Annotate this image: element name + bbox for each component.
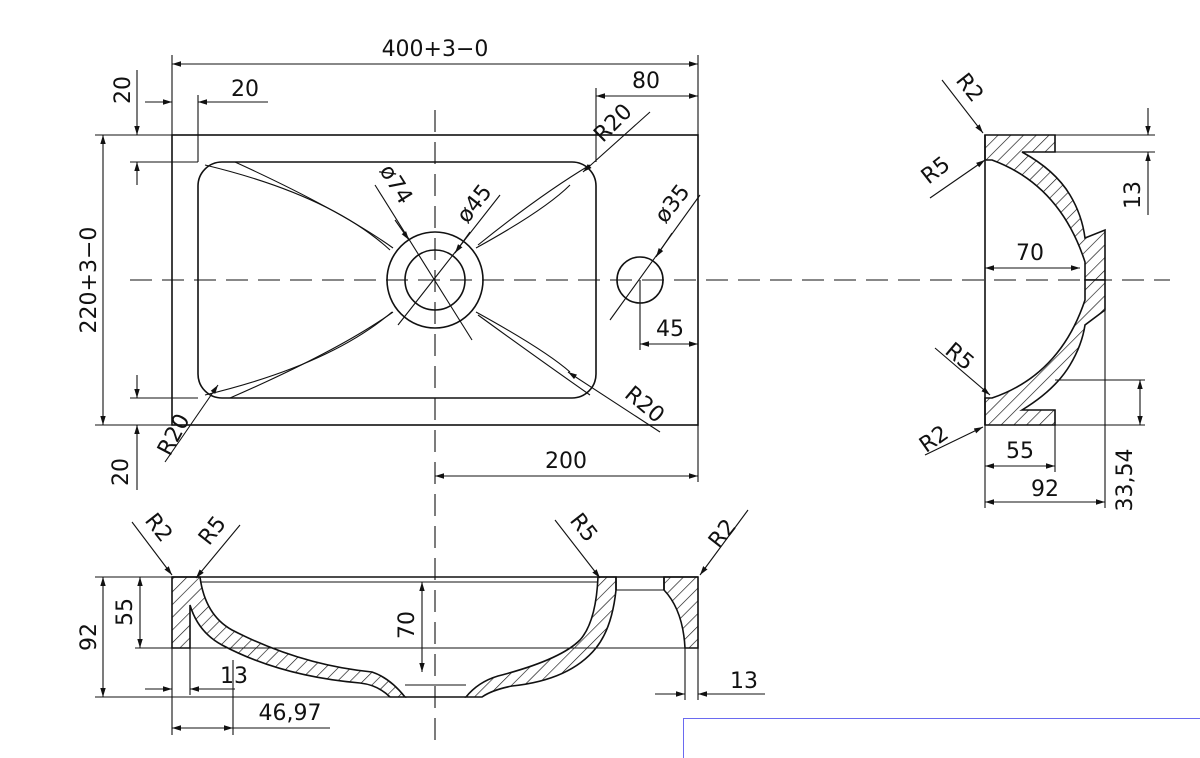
slope-curve-bottom-right-b — [475, 311, 571, 373]
dim-right-offset: 80 — [632, 69, 660, 94]
dim-front-r2-left: R2 — [139, 509, 177, 547]
dim-front-r5-left: R5 — [194, 512, 232, 550]
dim-side-r5-bottom: R5 — [940, 338, 979, 376]
front-section-left-wall — [171, 576, 407, 698]
dim-overall-length: 400+3−0 — [382, 37, 489, 62]
drain-inner-circle — [404, 249, 466, 311]
drain-outer-circle — [386, 231, 484, 329]
dim-side-3354: 33,54 — [1113, 449, 1138, 512]
front-section-right-wall — [464, 576, 617, 698]
front-view: R2 R5 R5 R2 92 55 70 13 46,97 — [77, 509, 765, 735]
side-view: R2 R5 13 70 R5 R2 55 92 33,54 — [915, 69, 1155, 512]
selection-frame — [683, 718, 1200, 758]
dim-overall-width: 220+3−0 — [77, 227, 102, 334]
dim-tap-offset: 45 — [656, 317, 684, 342]
dim-front-r5-right: R5 — [564, 509, 602, 547]
dim-tap-hole: ø35 — [650, 180, 695, 228]
slope-curve-bottom-right — [477, 314, 591, 396]
dim-edge-bottom: 20 — [109, 458, 134, 486]
dim-drain-outer: ø74 — [374, 160, 417, 208]
front-section-rim — [663, 576, 699, 649]
slope-curve-top-left — [204, 164, 391, 251]
dim-edge-left: 20 — [231, 77, 259, 102]
dim-drain-inner: ø45 — [452, 180, 497, 228]
dim-front-13-left: 13 — [220, 664, 248, 689]
slope-curve-top-left-b — [234, 161, 394, 249]
dim-side-13: 13 — [1121, 181, 1146, 209]
dim-side-92: 92 — [1031, 477, 1059, 502]
dim-side-r2-top: R2 — [950, 69, 988, 107]
dim-corner-bottom-left: R20 — [153, 410, 195, 460]
slope-curve-bottom-left-b — [229, 311, 394, 399]
dim-edge-top: 20 — [111, 76, 136, 104]
slope-curve-bottom-left — [204, 311, 393, 396]
dim-side-70: 70 — [1016, 241, 1044, 266]
side-section-profile — [984, 134, 1106, 281]
dim-front-r2-right: R2 — [704, 515, 742, 553]
slope-curve-top-right — [477, 164, 591, 246]
dim-side-55: 55 — [1006, 439, 1034, 464]
slope-curve-top-right-b — [475, 184, 571, 249]
dim-front-4697: 46,97 — [259, 701, 322, 726]
dim-side-r2-bottom: R2 — [915, 421, 953, 458]
dim-front-55: 55 — [113, 598, 138, 626]
dim-front-70: 70 — [395, 611, 420, 639]
side-section-profile-bottom — [984, 279, 1106, 426]
dim-front-13-right: 13 — [730, 669, 758, 694]
dim-center-to-right: 200 — [545, 449, 587, 474]
dim-front-92: 92 — [77, 623, 102, 651]
